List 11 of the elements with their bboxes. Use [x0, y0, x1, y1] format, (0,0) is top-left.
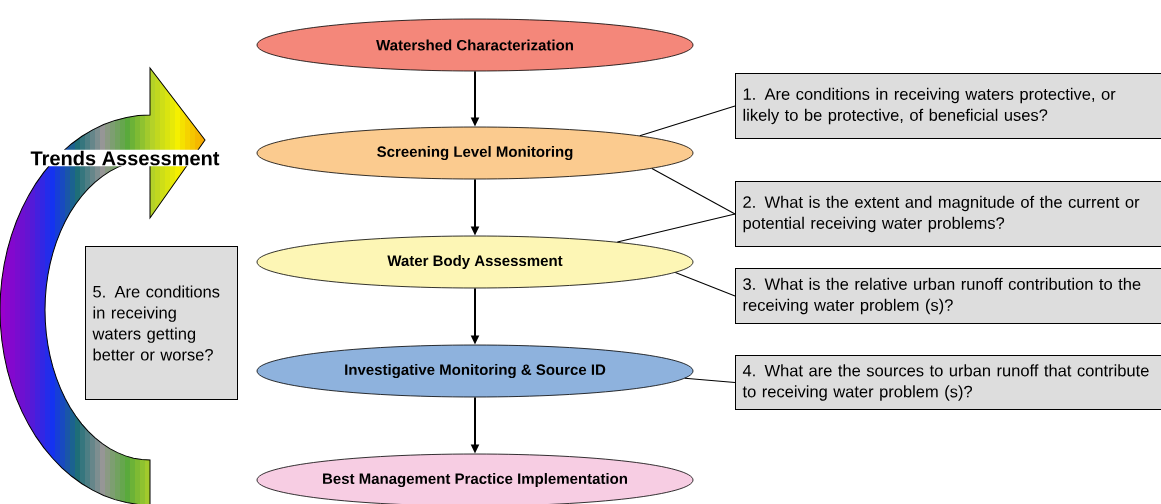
question-box: 2. What is the extent and magnitude of the current or potential receiving water problems?	[735, 181, 1161, 247]
leader-line	[639, 105, 736, 137]
leader-line	[674, 272, 736, 297]
question-box: 5. Are conditions in receiving waters getting better or worse?	[85, 246, 238, 400]
question-box: 3. What is the relative urban runoff contribution to the receiving water problem (s)?	[735, 268, 1161, 324]
leader-line	[616, 213, 736, 243]
leader-line	[651, 168, 736, 215]
question-box: 1. Are conditions in receiving waters protective, or likely to be protective, of beneficial uses?	[735, 73, 1161, 139]
arrow-label: Trends Assessment	[29, 149, 221, 167]
question-box: 4. What are the sources to urban runoff that contribute to receiving water problem (s)?	[735, 355, 1161, 410]
leader-line	[684, 377, 736, 383]
